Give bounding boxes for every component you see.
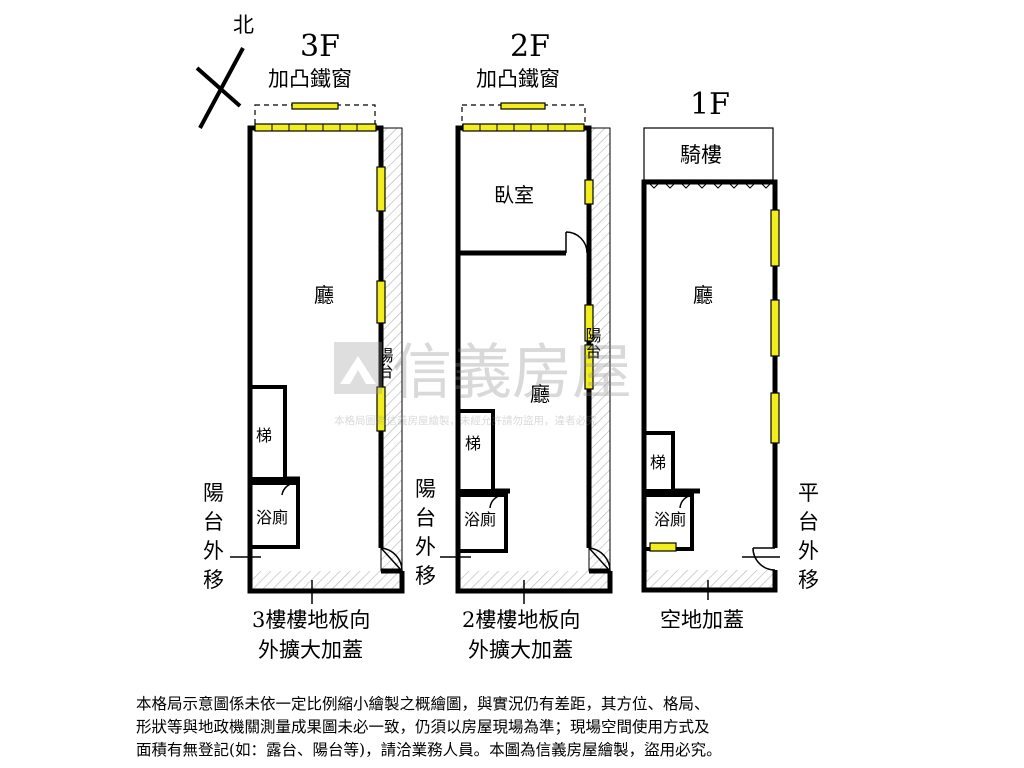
floor-3f-side-window-2: [376, 280, 386, 324]
floor-1f: 1F 騎樓 廳 梯 浴廁 平 台 外 移 空地加蓋: [641, 87, 819, 632]
floor-1f-arcade-label: 騎樓: [680, 143, 722, 167]
watermark-logo: [334, 342, 382, 394]
floor-3f-bath-label: 浴廁: [256, 508, 288, 527]
floor-1f-side-label: 平 台 外 移: [798, 481, 819, 592]
floor-3f-bath-door: [281, 482, 297, 496]
floor-1f-side-window-1: [770, 209, 780, 267]
floor-3f-window-top: [291, 102, 339, 110]
floor-3f-window-label: 加凸鐵窗: [268, 67, 352, 91]
floor-2f-side-window-1: [584, 179, 594, 205]
floor-3f-side-window-1: [376, 166, 386, 212]
floor-2f-front-window: [462, 123, 585, 132]
floor-2f-bottom-label-1: 2樓樓地板向: [462, 608, 580, 632]
floor-2f-stairs-label: 梯: [465, 434, 481, 453]
disclaimer: 本格局示意圖係未依一定比例縮小繪製之概繪圖，與實況仍有差距，其方位、格局、 形狀…: [136, 693, 1016, 762]
floor-1f-title: 1F: [690, 87, 730, 122]
svg-text:台: 台: [798, 510, 819, 534]
svg-text:平: 平: [798, 481, 819, 505]
floor-2f-window-label: 加凸鐵窗: [476, 67, 560, 91]
floor-3f-front-window: [254, 123, 377, 132]
floor-1f-bath-door: [679, 494, 695, 509]
watermark-line: 本格局圖為信義房屋繪製，未經允許請勿盜用，違者必究: [334, 414, 597, 427]
svg-text:外: 外: [415, 535, 436, 559]
svg-text:陽: 陽: [203, 481, 224, 505]
floor-1f-bath-window: [649, 542, 677, 552]
watermark: 信義房屋 本格局圖為信義房屋繪製，未經允許請勿盜用，違者必究: [334, 338, 632, 427]
floor-2f-side-window-2: [584, 304, 594, 342]
floor-3f-bottom-label-2: 外擴大加蓋: [258, 638, 363, 662]
floor-1f-side-window-2: [770, 299, 780, 357]
floor-2f-stairs: [456, 409, 495, 493]
floor-2f-bottom-label-2: 外擴大加蓋: [468, 638, 573, 662]
floor-1f-stairs-label: 梯: [650, 453, 666, 472]
floor-3f-room-living: 廳: [314, 283, 334, 307]
floor-2f-balcony-label: 陽台: [583, 327, 602, 359]
svg-text:陽: 陽: [415, 477, 436, 501]
floor-2f-bath-door: [489, 494, 505, 509]
disclaimer-line-1: 本格局示意圖係未依一定比例縮小繪製之概繪圖，與實況仍有差距，其方位、格局、: [136, 695, 710, 713]
compass-crossbar: [195, 66, 242, 108]
floor-2f: 2F 加凸鐵窗 臥室 廳 梯 浴廁 陽台 陽 台 外: [415, 29, 613, 662]
floor-2f-bath-label: 浴廁: [464, 510, 496, 529]
floor-2f-side-window-3: [584, 344, 594, 390]
floor-2f-bedroom-label: 臥室: [494, 183, 534, 207]
floor-3f-side-label: 陽 台 外 移: [203, 481, 224, 592]
floor-2f-floor-extension: [458, 571, 610, 591]
compass-north-label: 北: [233, 13, 254, 37]
floor-3f-balcony-label: 陽台: [375, 347, 394, 379]
svg-text:移: 移: [798, 568, 819, 592]
floor-1f-ground-extension: [644, 570, 775, 590]
floor-2f-bedroom-door: [565, 231, 588, 254]
svg-text:外: 外: [203, 539, 224, 563]
svg-text:移: 移: [203, 568, 224, 592]
floor-3f-bath: [248, 481, 300, 549]
floor-3f-balcony-door: [380, 547, 403, 572]
floor-2f-room-living: 廳: [530, 382, 550, 406]
watermark-brand: 信義房屋: [392, 338, 632, 408]
floor-3f-floor-extension: [250, 571, 402, 591]
floor-1f-bath-label: 浴廁: [654, 510, 686, 529]
disclaimer-line-3: 面積有無登記(如：露台、陽台等)，請洽業務人員。本圖為信義房屋繪製，盜用必究。: [136, 741, 722, 759]
disclaimer-line-2: 形狀等與地政機關測量成果圖未必一致，仍須以房屋現場為準；現場空間使用方式及: [136, 718, 710, 736]
floor-1f-side-window-3: [770, 392, 780, 444]
floor-2f-window-top: [500, 102, 546, 110]
floor-1f-side-door: [752, 547, 776, 571]
floor-3f: 3F 加凸鐵窗 廳 梯 浴廁 陽台 陽: [203, 29, 405, 662]
floor-1f-bottom-label: 空地加蓋: [660, 608, 744, 632]
floor-2f-balcony-door: [588, 547, 611, 572]
floor-3f-bottom-label-1: 3樓樓地板向: [252, 608, 370, 632]
floor-3f-stairs: [248, 385, 287, 481]
floor-3f-title: 3F: [300, 29, 340, 64]
floor-2f-title: 2F: [510, 29, 550, 64]
floor-2f-bath: [456, 493, 508, 553]
floor-1f-stairs: [642, 431, 675, 493]
svg-text:台: 台: [203, 510, 224, 534]
svg-text:外: 外: [798, 539, 819, 563]
compass: 北: [195, 13, 254, 129]
floor-3f-stairs-label: 梯: [256, 426, 272, 445]
svg-text:移: 移: [415, 564, 436, 588]
floor-1f-room-living: 廳: [693, 283, 713, 307]
svg-text:台: 台: [415, 506, 436, 530]
floor-3f-side-window-3: [376, 386, 386, 432]
floor-2f-side-label: 陽 台 外 移: [415, 477, 436, 588]
